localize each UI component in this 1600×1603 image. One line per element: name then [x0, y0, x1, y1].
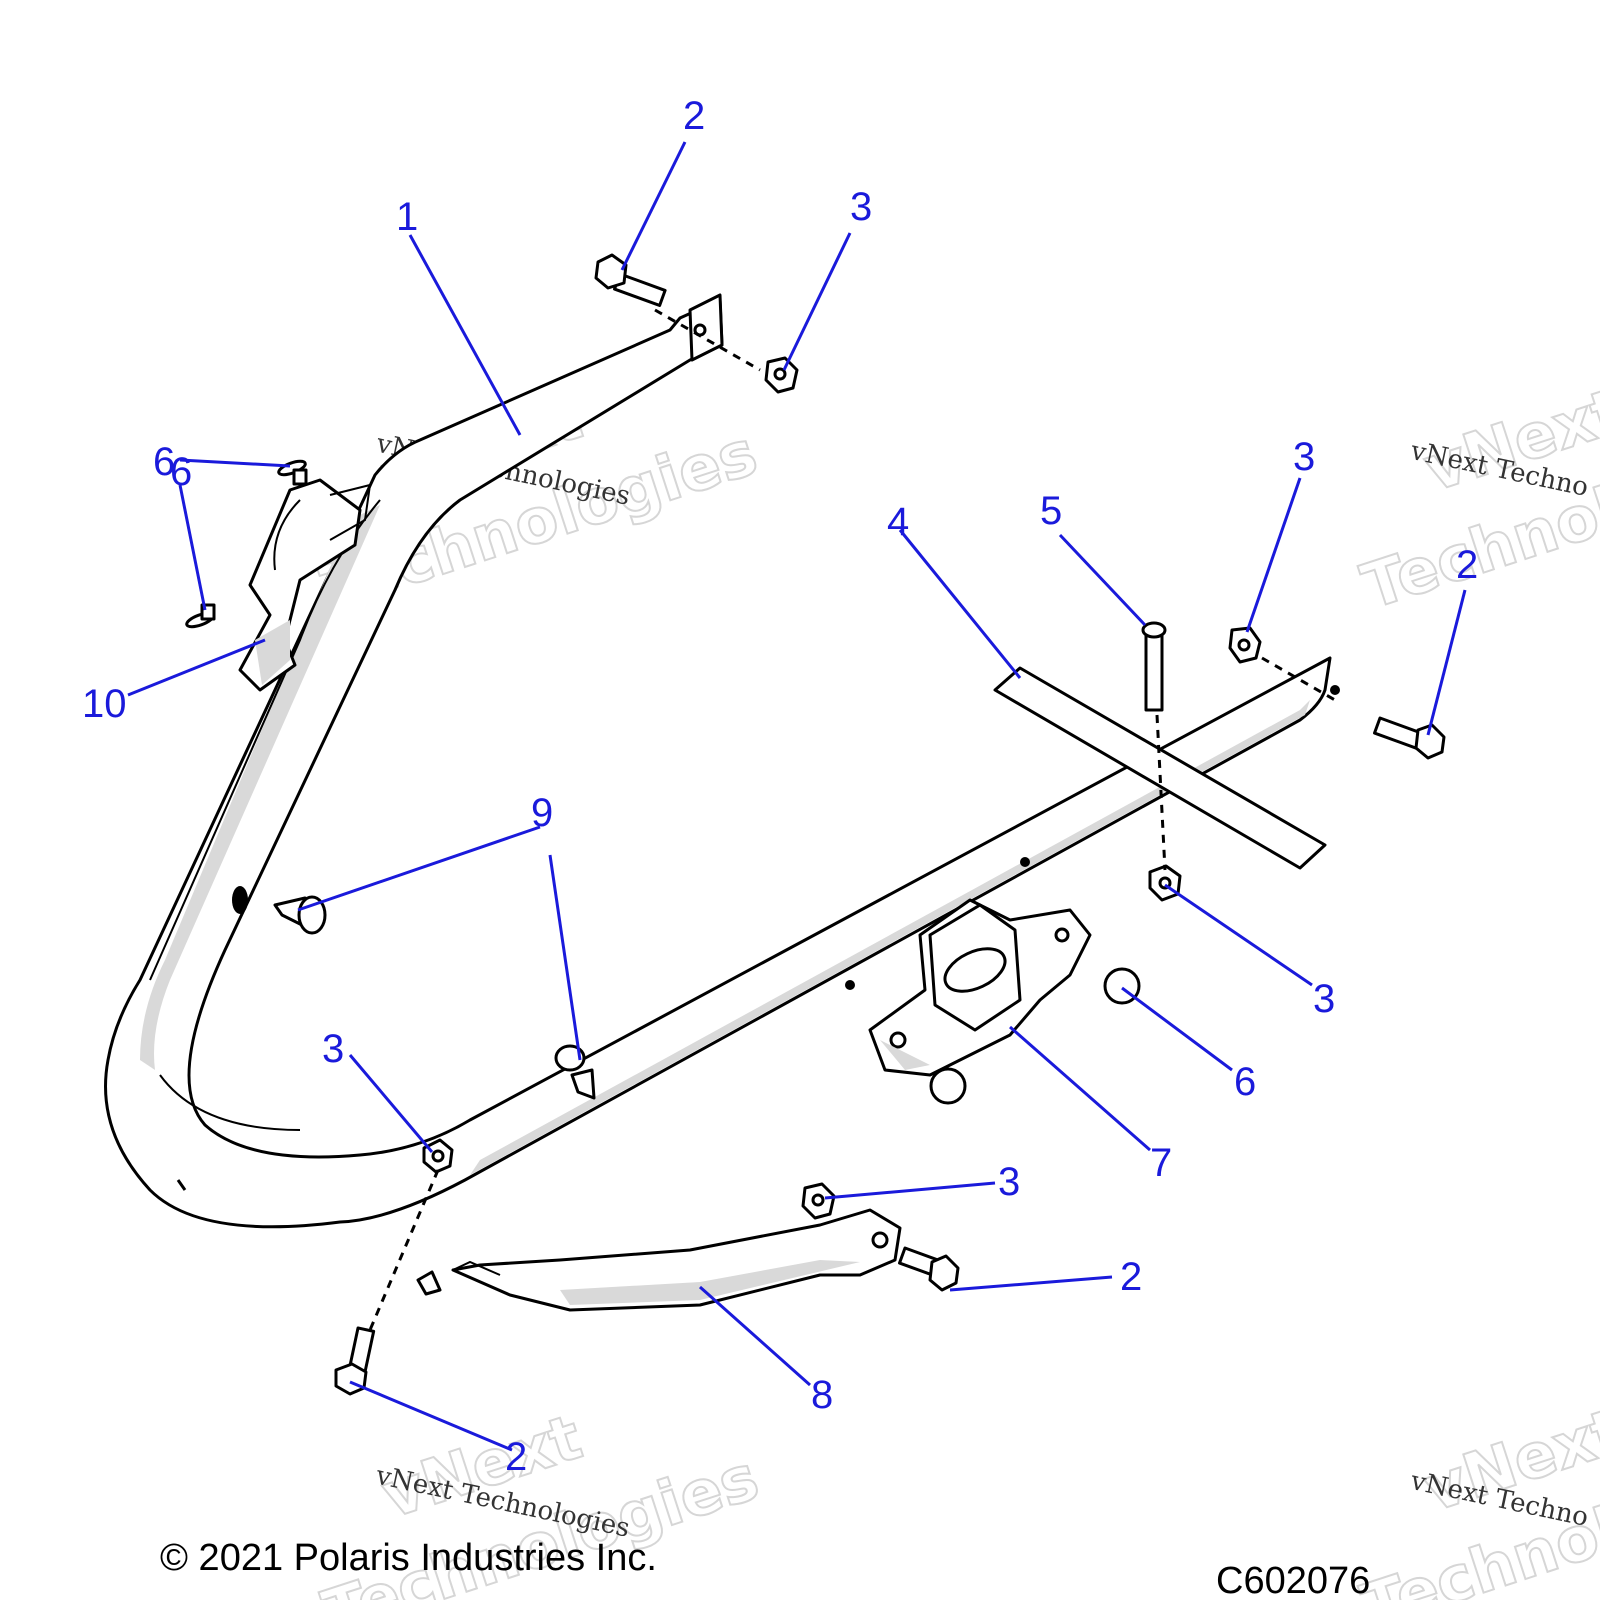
- watermark-bottom-right: vNext Technologies vNext Techno: [1352, 1392, 1600, 1600]
- callout-6: 6: [153, 440, 175, 484]
- callout-labels: 1 2 3 6 6 10 4 5 3 2 9 3 6 7 3 3 2 8 2: [82, 94, 1478, 1479]
- screw: [1141, 621, 1167, 712]
- nut: [422, 1138, 454, 1174]
- callout-2: 2: [1120, 1255, 1142, 1299]
- nut: [764, 356, 799, 394]
- callout-10: 10: [82, 682, 127, 726]
- callout-2: 2: [1456, 543, 1478, 587]
- nut: [801, 1182, 836, 1220]
- callout-3: 3: [850, 185, 872, 229]
- copyright-notice: © 2021 Polaris Industries Inc.: [160, 1537, 657, 1579]
- push-rivet: [277, 459, 308, 486]
- callout-2: 2: [505, 1435, 527, 1479]
- lower-brace: [451, 1208, 902, 1312]
- bolt: [594, 253, 667, 307]
- bolt: [1373, 716, 1446, 760]
- callout-6: 6: [170, 450, 192, 494]
- callout-5: 5: [1040, 489, 1062, 533]
- push-rivet: [185, 603, 216, 629]
- callout-3: 3: [1313, 977, 1335, 1021]
- callout-2: 2: [683, 94, 705, 138]
- callout-3: 3: [1293, 435, 1315, 479]
- grommet: [929, 1067, 967, 1105]
- callout-9: 9: [531, 791, 553, 835]
- nut: [1228, 626, 1262, 664]
- hitch-plate: [868, 898, 1092, 1077]
- diagram-code: C602076: [1216, 1560, 1371, 1602]
- callout-1: 1: [396, 195, 418, 239]
- callout-4: 4: [887, 500, 909, 544]
- bolt: [898, 1246, 960, 1292]
- callout-7: 7: [1150, 1141, 1172, 1185]
- callout-8: 8: [811, 1373, 833, 1417]
- bracket: [238, 478, 372, 692]
- nut: [1148, 864, 1182, 902]
- callout-6: 6: [1234, 1060, 1256, 1104]
- callout-3: 3: [322, 1027, 344, 1071]
- plug: [554, 1044, 596, 1100]
- callout-3: 3: [998, 1160, 1020, 1204]
- bumper-tube: [104, 293, 1340, 1229]
- leader-lines: [127, 141, 1467, 1452]
